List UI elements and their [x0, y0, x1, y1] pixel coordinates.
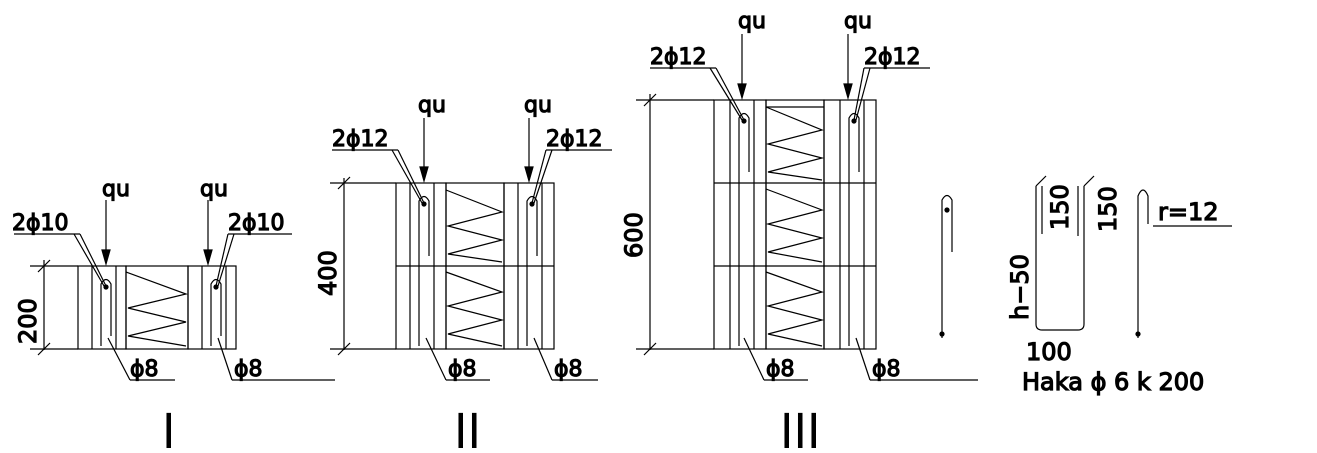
stirrup-shape: [1035, 186, 1085, 331]
variant-3-label: |||: [780, 408, 820, 448]
stirrup-label-2b: ϕ8: [554, 357, 583, 382]
column-1-right: [187, 265, 237, 350]
section-3: [636, 34, 978, 381]
column-3-right: [823, 99, 877, 350]
bar-label-1a: 2ϕ10: [12, 211, 69, 236]
bar-label-3b: 2ϕ12: [864, 45, 921, 70]
detail-width-100: 100: [1026, 338, 1072, 366]
bar-2-left: [418, 195, 430, 346]
detail-150-b: 150: [1094, 186, 1122, 232]
detail-150-a: 150: [1046, 184, 1074, 230]
stirrup-note: Haka ϕ 6 k 200: [1022, 368, 1204, 396]
insulation-3: [765, 99, 825, 350]
detail-bar-shape: [941, 194, 953, 338]
column-3-left: [713, 99, 767, 350]
section-1: [14, 200, 335, 381]
load-label-1b: qu: [200, 177, 228, 202]
detail-h-minus-50: h−50: [1006, 254, 1034, 320]
section-2: [330, 118, 612, 381]
stirrup-label-3a: ϕ8: [766, 357, 795, 382]
insulation-1: [125, 265, 189, 350]
bar-2-right: [526, 195, 538, 346]
load-label-3a: qu: [738, 9, 766, 34]
stirrup-label-1a: ϕ8: [130, 357, 159, 382]
bar-1-right: [210, 278, 222, 346]
dim-400: 400: [314, 250, 342, 296]
bar-1-left: [100, 278, 112, 346]
load-label-2a: qu: [418, 93, 446, 118]
bar-label-1b: 2ϕ10: [228, 211, 285, 236]
load-label-1a: qu: [102, 177, 130, 202]
bar-3-left: [738, 112, 750, 346]
stirrup-label-1b: ϕ8: [234, 357, 263, 382]
variant-2-label: ||: [454, 408, 481, 448]
bar-label-2b: 2ϕ12: [546, 127, 603, 152]
variant-1-label: |: [162, 408, 175, 448]
bar-details: [939, 175, 1232, 338]
load-label-3b: qu: [844, 9, 872, 34]
dim-200: 200: [14, 298, 42, 344]
load-label-2b: qu: [524, 93, 552, 118]
bar-label-3a: 2ϕ12: [650, 45, 707, 70]
bar-label-2a: 2ϕ12: [332, 127, 389, 152]
dim-600: 600: [620, 212, 648, 258]
stirrup-label-3b: ϕ8: [872, 357, 901, 382]
detail-radius: r=12: [1158, 198, 1219, 226]
hook-shape: [1137, 189, 1149, 338]
stirrup-label-2a: ϕ8: [448, 357, 477, 382]
bar-3-right: [848, 112, 860, 346]
